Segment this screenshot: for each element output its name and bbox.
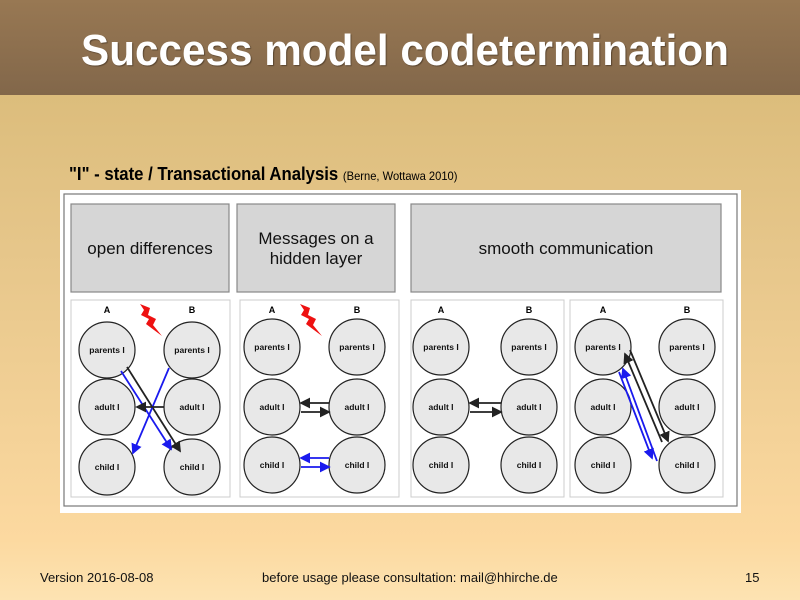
- person-b-label: B: [684, 305, 691, 315]
- citation: (Berne, Wottawa 2010): [342, 169, 458, 183]
- state-label: adult I: [428, 402, 453, 412]
- b-child-state-circle: [163, 438, 221, 496]
- state-label: adult I: [344, 402, 369, 412]
- state-label: child I: [429, 460, 454, 470]
- transaction-arrow-blue: [621, 367, 658, 462]
- state-label: adult I: [674, 402, 699, 412]
- footer-notice: before usage please consultation: mail@h…: [262, 570, 558, 585]
- state-label: parents I: [89, 345, 124, 355]
- subtitle-text: "I" - state / Transactional Analysis: [69, 164, 339, 184]
- state-label: child I: [345, 460, 370, 470]
- person-b-label: B: [354, 305, 361, 315]
- state-label: adult I: [590, 402, 615, 412]
- person-a-label: A: [269, 305, 276, 315]
- person-a-label: A: [600, 305, 607, 315]
- b-parents-state-circle: [328, 318, 386, 376]
- b-parents-state-circle: [500, 318, 558, 376]
- state-label: adult I: [516, 402, 541, 412]
- b-child-state-circle: [658, 436, 716, 494]
- header-label: hidden layer: [270, 249, 363, 268]
- state-label: child I: [517, 460, 542, 470]
- a-child-state-circle: [243, 436, 301, 494]
- lightning-bolt-icon: [300, 304, 322, 336]
- state-label: parents I: [423, 342, 458, 352]
- transaction-arrow-blue: [131, 367, 170, 455]
- state-label: parents I: [254, 342, 289, 352]
- header-label: smooth communication: [479, 239, 654, 258]
- state-label: parents I: [669, 342, 704, 352]
- state-label: child I: [591, 460, 616, 470]
- state-label: child I: [180, 462, 205, 472]
- a-adult-state-circle: [78, 378, 136, 436]
- state-label: parents I: [511, 342, 546, 352]
- state-label: adult I: [179, 402, 204, 412]
- a-adult-state-circle: [574, 378, 632, 436]
- header-box-1: open differences: [70, 203, 230, 293]
- transaction-arrow-blue: [618, 371, 654, 460]
- state-label: child I: [675, 460, 700, 470]
- transaction-arrow-black: [126, 366, 181, 453]
- b-child-state-circle: [500, 436, 558, 494]
- person-b-label: B: [526, 305, 533, 315]
- person-a-label: A: [438, 305, 445, 315]
- state-label: adult I: [259, 402, 284, 412]
- a-parents-state-circle: [574, 318, 632, 376]
- a-child-state-circle: [78, 438, 136, 496]
- state-label: parents I: [585, 342, 620, 352]
- header-box-3: smooth communication: [410, 203, 722, 293]
- lightning-bolt-icon: [140, 304, 162, 336]
- b-parents-state-circle: [658, 318, 716, 376]
- b-parents-state-circle: [163, 321, 221, 379]
- transaction-arrow-blue: [120, 370, 172, 451]
- transaction-arrow-black: [629, 349, 670, 443]
- slide-title: Success model codetermination: [81, 26, 729, 75]
- footer-version: Version 2016-08-08: [40, 570, 154, 585]
- state-label: child I: [95, 462, 120, 472]
- b-adult-state-circle: [658, 378, 716, 436]
- a-child-state-circle: [574, 436, 632, 494]
- state-label: adult I: [94, 402, 119, 412]
- person-a-label: A: [104, 305, 111, 315]
- diagram-subtitle: "I" - state / Transactional Analysis (Be…: [69, 164, 457, 185]
- a-parents-state-circle: [412, 318, 470, 376]
- a-child-state-circle: [412, 436, 470, 494]
- person-b-label: B: [189, 305, 196, 315]
- page-number: 15: [745, 570, 760, 585]
- a-parents-state-circle: [243, 318, 301, 376]
- state-label: parents I: [174, 345, 209, 355]
- state-label: parents I: [339, 342, 374, 352]
- header-label: Messages on a: [258, 229, 374, 248]
- title-bar: Success model codetermination: [0, 0, 800, 95]
- state-label: child I: [260, 460, 285, 470]
- a-parents-state-circle: [78, 321, 136, 379]
- header-label: open differences: [87, 239, 212, 258]
